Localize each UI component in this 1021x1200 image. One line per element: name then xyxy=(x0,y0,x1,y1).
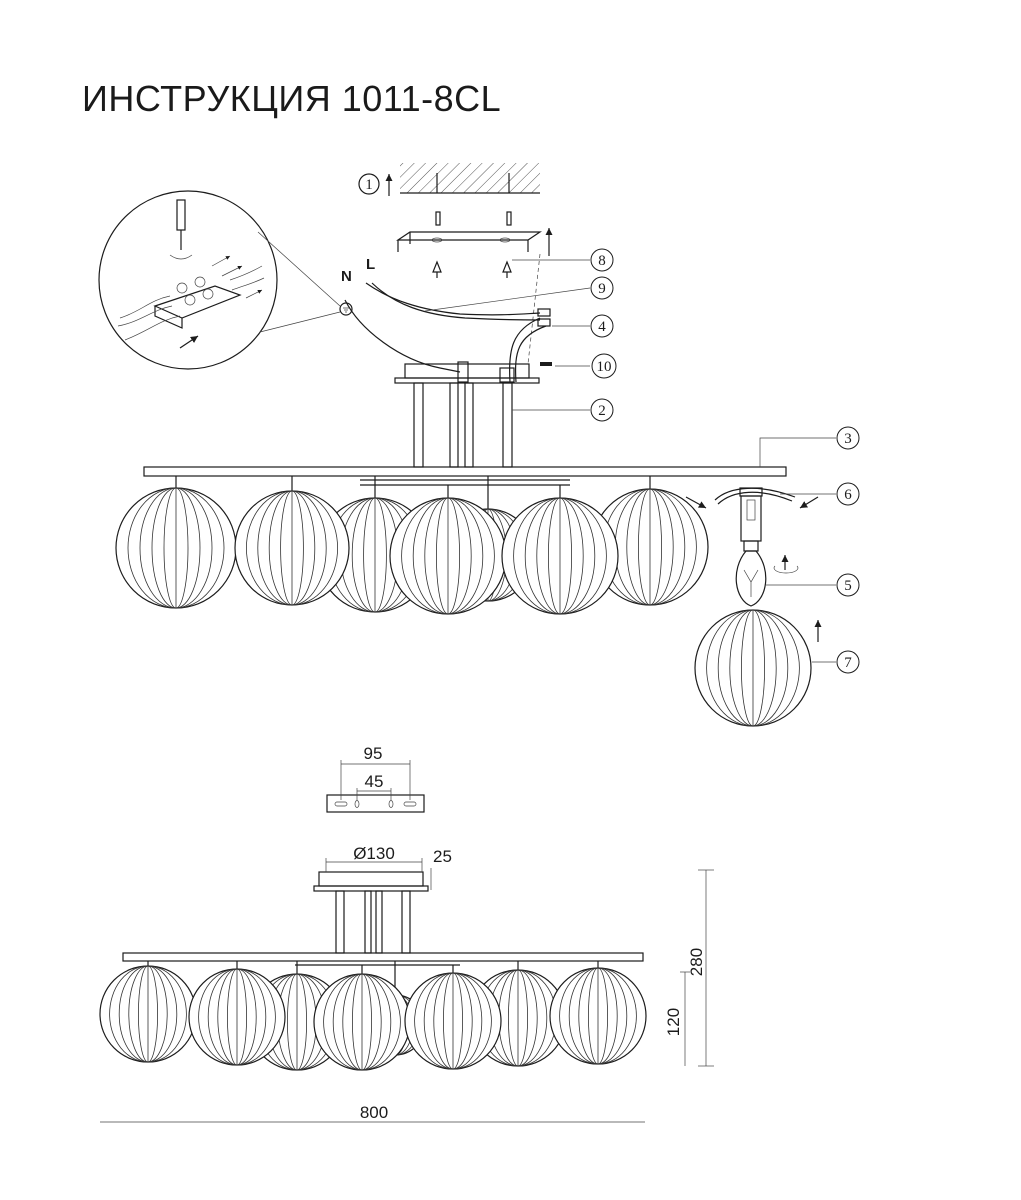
socket-detail xyxy=(685,487,822,642)
ceiling-section xyxy=(400,163,540,194)
step-marker: 1 xyxy=(358,173,393,196)
upper-globes xyxy=(115,476,709,615)
callout-label: 4 xyxy=(598,319,606,335)
globe xyxy=(501,497,619,615)
callout-8: 8 xyxy=(590,248,614,272)
callout-3: 3 xyxy=(836,426,860,450)
callout-label: 10 xyxy=(597,359,612,375)
lower-globes xyxy=(99,961,647,1071)
bracket-length-dim: 95 xyxy=(364,744,383,763)
callout-6: 6 xyxy=(836,482,860,506)
neutral-label: N xyxy=(341,268,352,285)
callout-2: 2 xyxy=(590,398,614,422)
terminal-detail xyxy=(98,190,341,370)
globe xyxy=(549,967,647,1065)
globe-height-dim: 120 xyxy=(664,1008,683,1036)
callout-label: 7 xyxy=(844,655,852,671)
callout-7: 7 xyxy=(836,650,860,674)
step-number: 1 xyxy=(365,177,373,193)
callout-label: 8 xyxy=(598,253,606,269)
callout-label: 6 xyxy=(844,487,852,503)
total-width-dim: 800 xyxy=(360,1103,388,1122)
mounting-bracket xyxy=(396,211,553,365)
bracket-dimension-view: 95 45 xyxy=(326,744,425,813)
callout-label: 9 xyxy=(598,281,606,297)
globe xyxy=(591,488,709,606)
globe xyxy=(99,965,197,1063)
globe xyxy=(389,497,507,615)
callout-9: 9 xyxy=(590,276,614,300)
globe xyxy=(313,973,411,1071)
canopy-height-dim: 25 xyxy=(433,847,452,866)
globe-part-7 xyxy=(694,609,812,727)
overall-dimensions: 280 120 800 xyxy=(100,869,714,1123)
callout-label: 3 xyxy=(844,431,852,447)
callout-10: 10 xyxy=(591,353,617,379)
callout-label: 2 xyxy=(598,403,606,419)
wires: N L xyxy=(339,256,552,383)
globe xyxy=(115,487,237,609)
globe xyxy=(404,972,502,1070)
live-label: L xyxy=(366,256,375,273)
dimension-view: Ø130 25 xyxy=(122,844,644,966)
detail-globe xyxy=(694,609,812,727)
canopy-assembly xyxy=(394,361,540,468)
callout-leaders xyxy=(424,259,836,663)
callout-4: 4 xyxy=(590,314,614,338)
globe xyxy=(188,968,286,1066)
page-title: ИНСТРУКЦИЯ 1011-8CL xyxy=(82,78,502,119)
total-height-dim: 280 xyxy=(687,948,706,976)
main-bar xyxy=(143,466,787,486)
bracket-hole-spacing-dim: 45 xyxy=(365,772,384,791)
callout-label: 5 xyxy=(844,578,852,594)
canopy-diameter-dim: Ø130 xyxy=(353,844,395,863)
callout-markers: 2 3 4 5 6 7 8 9 10 xyxy=(590,248,860,674)
globe xyxy=(234,490,350,606)
callout-5: 5 xyxy=(836,573,860,597)
